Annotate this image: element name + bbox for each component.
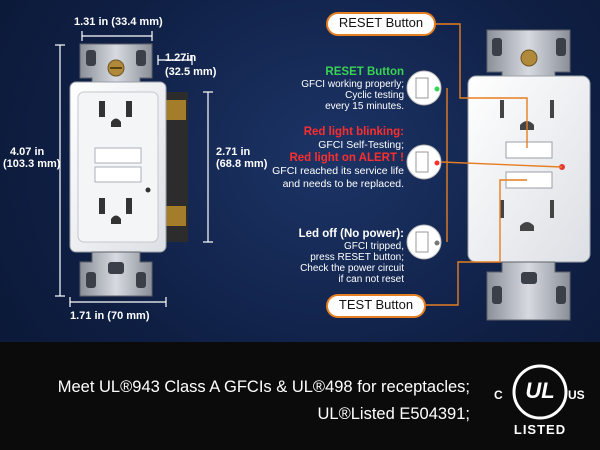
ul-us-mark: US: [568, 388, 585, 402]
ul-listed-logo: UL C US LISTED: [490, 352, 590, 442]
green-led-line: GFCI working properly;: [301, 79, 404, 90]
bottom-width-label: 1.71 in (70 mm): [70, 310, 150, 322]
left-receptacle: [69, 43, 188, 297]
ul-listed-text: LISTED: [513, 422, 567, 437]
red-alert-line: GFCI reached its service life: [272, 165, 404, 177]
red-alert-line: and needs to be replaced.: [282, 178, 404, 190]
depth-in-label: 1.27in: [165, 52, 197, 64]
green-led-line: every 15 minutes.: [325, 101, 404, 112]
green-led-heading: RESET Button: [325, 66, 404, 78]
height-mm-label: (103.3 mm): [3, 158, 61, 170]
footer-line-1: Meet UL®943 Class A GFCIs & UL®498 for r…: [57, 378, 470, 396]
led-off-heading: Led off (No power):: [298, 228, 404, 240]
led-off-line: Check the power circuit: [300, 263, 404, 274]
led-off-line: press RESET button;: [310, 252, 404, 263]
led-indicators: [406, 70, 442, 260]
depth-mm-label: (32.5 mm): [165, 66, 217, 78]
red-alert-heading: Red light on ALERT !: [289, 152, 404, 164]
led-off-line: if can not reset: [338, 274, 404, 285]
red-led-note: Red light blinking: GFCI Self-Testing; R…: [272, 126, 404, 191]
footer-banner: Meet UL®943 Class A GFCIs & UL®498 for r…: [0, 342, 600, 450]
ul-letters: UL: [525, 378, 555, 403]
ul-c-mark: C: [494, 388, 503, 402]
height-in-label: 4.07 in: [10, 146, 45, 158]
right-receptacle: [467, 29, 591, 321]
face-height-in-label: 2.71 in: [216, 146, 251, 158]
top-width-label: 1.31 in (33.4 mm): [74, 16, 163, 28]
face-height-mm-label: (68.8 mm): [216, 158, 268, 170]
test-button-callout: TEST Button: [326, 294, 426, 318]
footer-line-2: UL®Listed E504391;: [317, 405, 470, 423]
green-led-line: Cyclic testing: [345, 90, 404, 101]
red-blink-line: GFCI Self-Testing;: [318, 139, 404, 151]
red-blink-heading: Red light blinking:: [303, 126, 404, 138]
led-off-line: GFCI tripped,: [343, 241, 404, 252]
green-led-note: RESET Button GFCI working properly; Cycl…: [301, 66, 404, 112]
led-off-note: Led off (No power): GFCI tripped, press …: [299, 228, 404, 285]
dimension-lines: [55, 31, 213, 307]
reset-button-callout: RESET Button: [326, 12, 436, 36]
ul-logo-mark: [512, 364, 568, 420]
callout-lines: [426, 23, 563, 306]
